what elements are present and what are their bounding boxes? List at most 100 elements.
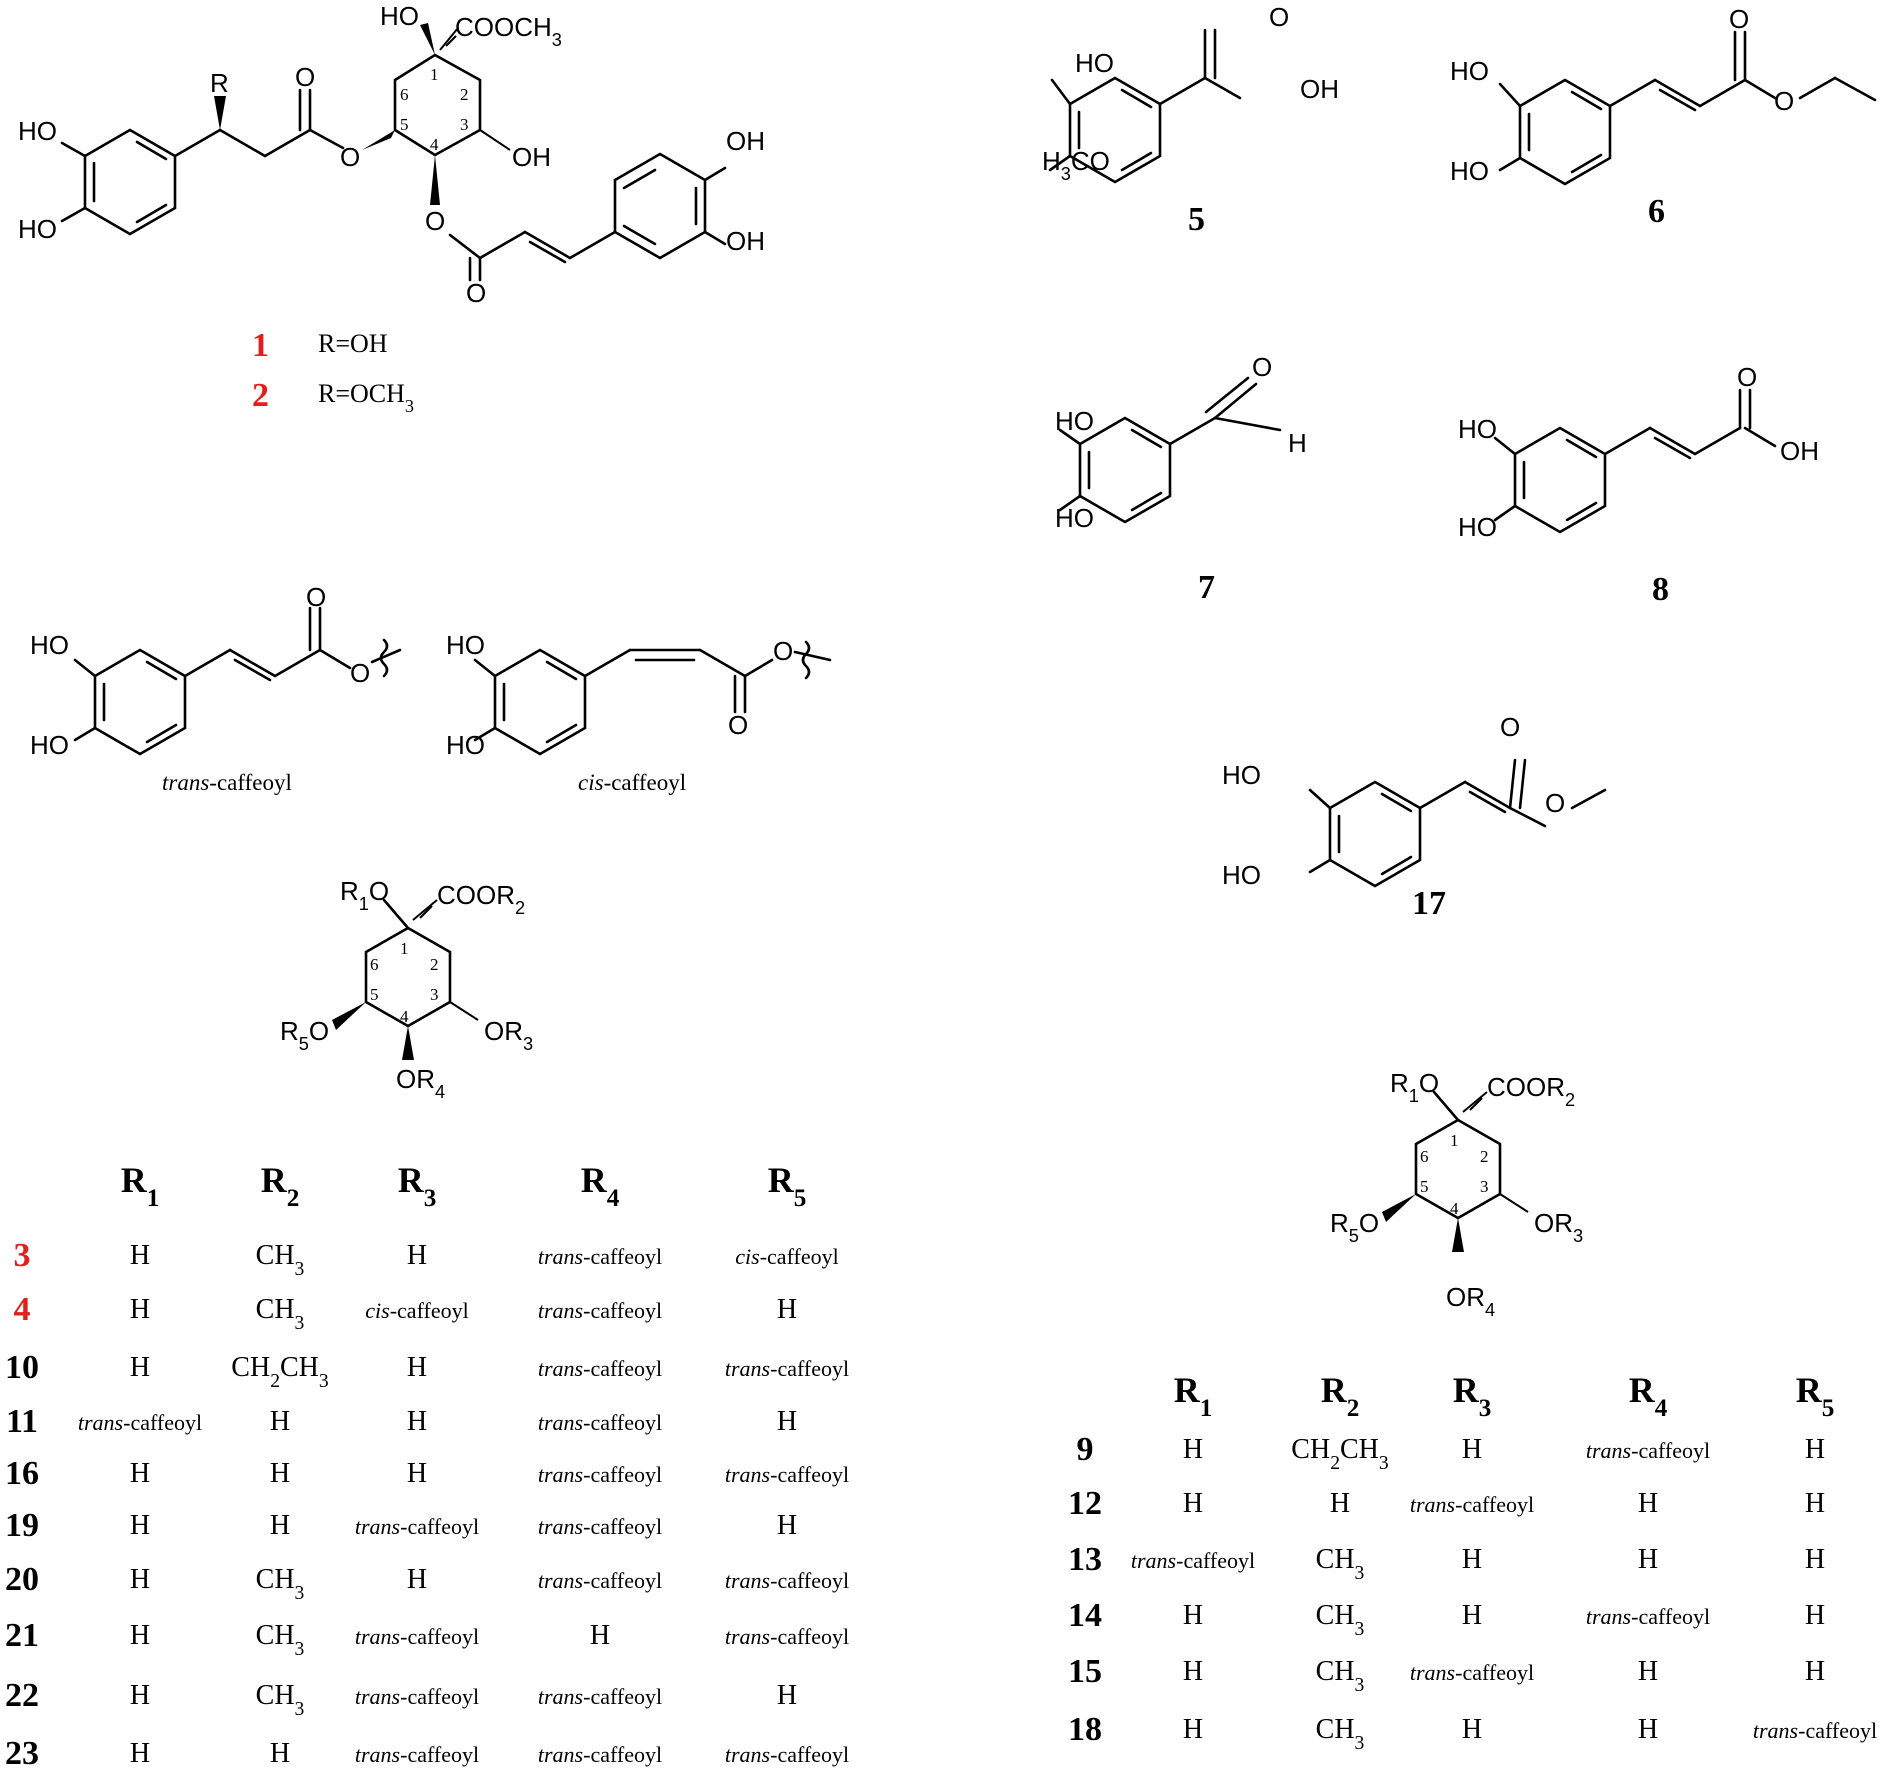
compound-number: 2 (252, 377, 269, 414)
or3-label: OR3 (1534, 1208, 1583, 1246)
table-cell-r4: trans-caffeoyl (538, 1410, 662, 1435)
o-label: O (1737, 362, 1757, 392)
table-cell-r4: trans-caffeoyl (538, 1568, 662, 1593)
table-header-r3: R3 (398, 1160, 437, 1212)
r5o-label: R5O (280, 1016, 329, 1054)
structure-quinic-core-right: 1 2 3 4 5 6 R1O COOR2 OR3 R5O OR4 (1330, 1068, 1583, 1320)
ho-label: HO (18, 214, 57, 244)
table-cell-r5: cis-caffeoyl (735, 1244, 838, 1269)
o-label: O (773, 636, 793, 666)
table-cell-r3: H (407, 1458, 427, 1489)
table-cell-r2: CH3 (1316, 1656, 1365, 1696)
table-cell-r4: trans-caffeoyl (538, 1742, 662, 1767)
structure-cis-caffeoyl: HO HO O O cis-caffeoyl (446, 630, 832, 795)
table-header-r1: R1 (1174, 1370, 1213, 1422)
svg-text:4: 4 (400, 1007, 409, 1026)
table-cell-r1: H (1183, 1714, 1203, 1745)
o-label: O (306, 582, 326, 612)
table-cell-r1: trans-caffeoyl (78, 1410, 202, 1435)
structure-compound-8: HO HO O OH 8 (1458, 362, 1819, 608)
table-cell-r2: H (270, 1510, 290, 1541)
table-row-compound-number: 16 (5, 1455, 39, 1492)
table-cell-r5: trans-caffeoyl (725, 1742, 849, 1767)
r-label: R (210, 68, 229, 98)
compound-number: 17 (1412, 885, 1446, 922)
table-cell-r1: H (1183, 1656, 1203, 1687)
table-row-compound-number: 22 (5, 1677, 39, 1714)
table-cell-r2: CH3 (256, 1240, 305, 1280)
table-cell-r1: H (130, 1620, 150, 1651)
svg-text:3: 3 (1480, 1177, 1489, 1196)
oh-label: OH (726, 126, 765, 156)
svg-text:1: 1 (400, 939, 409, 958)
or3-label: OR3 (484, 1016, 533, 1054)
svg-text:5: 5 (400, 115, 409, 134)
o-label: O (425, 206, 445, 236)
cooch3-label: COOCH3 (455, 12, 562, 50)
table-row-compound-number: 15 (1068, 1653, 1102, 1690)
table-cell-r3: H (407, 1240, 427, 1271)
table-cell-r5: H (777, 1406, 797, 1437)
compound-number: 5 (1188, 201, 1205, 238)
o-label: O (340, 142, 360, 172)
or4-label: OR4 (1446, 1282, 1495, 1320)
ho-label: HO (1458, 414, 1497, 444)
table-cell-r4: trans-caffeoyl (538, 1514, 662, 1539)
ho-label: HO (1222, 760, 1261, 790)
structure-compound-1-2: HO HO R O O 1 2 3 4 5 6 HO COOCH3 OH O (18, 1, 765, 416)
o-label: O (1729, 4, 1749, 34)
table-header-r2: R2 (261, 1160, 300, 1212)
ho-label: HO (1075, 48, 1114, 78)
ho-label: HO (1450, 56, 1489, 86)
svg-text:5: 5 (1420, 1177, 1429, 1196)
table-header-r3: R3 (1453, 1370, 1492, 1422)
table-cell-r1: H (1183, 1488, 1203, 1519)
table-cell-r5: H (1805, 1544, 1825, 1575)
substituent-label: R=OCH3 (318, 379, 414, 416)
table-cell-r2: CH3 (256, 1620, 305, 1660)
table-cell-r4: trans-caffeoyl (538, 1462, 662, 1487)
table-cell-r1: H (130, 1240, 150, 1271)
table-row-compound-number: 11 (6, 1403, 38, 1440)
structure-compound-5: HO H3CO O OH 5 (1042, 2, 1339, 238)
table-cell-r2: CH3 (256, 1680, 305, 1720)
table-header-r5: R5 (1796, 1370, 1835, 1422)
table-cell-r1: H (130, 1564, 150, 1595)
table-cell-r2: H (270, 1738, 290, 1769)
svg-text:4: 4 (430, 135, 439, 154)
table-cell-r5: H (1805, 1600, 1825, 1631)
structure-compound-17: HO HO O O 17 (1222, 712, 1607, 922)
table-cell-r1: H (1183, 1434, 1203, 1465)
svg-text:2: 2 (1480, 1147, 1489, 1166)
ho-label: HO (1055, 503, 1094, 533)
compound-number: 7 (1198, 569, 1215, 606)
o-label: O (1500, 712, 1520, 742)
r1o-label: R1O (1390, 1068, 1439, 1106)
table-cell-r4: trans-caffeoyl (538, 1356, 662, 1381)
table-row-compound-number: 10 (5, 1349, 39, 1386)
coor2-label: COOR2 (1487, 1072, 1575, 1110)
table-cell-r2: CH3 (1316, 1544, 1365, 1584)
table-row-compound-number: 13 (1068, 1541, 1102, 1578)
table-cell-r2: CH2CH3 (1291, 1434, 1389, 1474)
table-cell-r5: trans-caffeoyl (725, 1462, 849, 1487)
h3co-label: H3CO (1042, 146, 1110, 184)
table-cell-r5: H (1805, 1434, 1825, 1465)
ho-label: HO (446, 630, 485, 660)
table-header-r2: R2 (1321, 1370, 1360, 1422)
table-header-r5: R5 (768, 1160, 807, 1212)
table-cell-r3: H (1462, 1714, 1482, 1745)
table-row-compound-number: 9 (1077, 1431, 1094, 1468)
o-label: O (295, 62, 315, 92)
table-row-compound-number: 23 (5, 1735, 39, 1772)
table-cell-r1: H (130, 1458, 150, 1489)
o-label: O (350, 658, 370, 688)
ho-label: HO (30, 730, 69, 760)
table-cell-r2: CH3 (256, 1564, 305, 1604)
table-cell-r3: H (1462, 1434, 1482, 1465)
r5o-label: R5O (1330, 1208, 1379, 1246)
table-cell-r1: H (130, 1680, 150, 1711)
svg-text:4: 4 (1450, 1199, 1459, 1218)
table-cell-r5: H (1805, 1488, 1825, 1519)
